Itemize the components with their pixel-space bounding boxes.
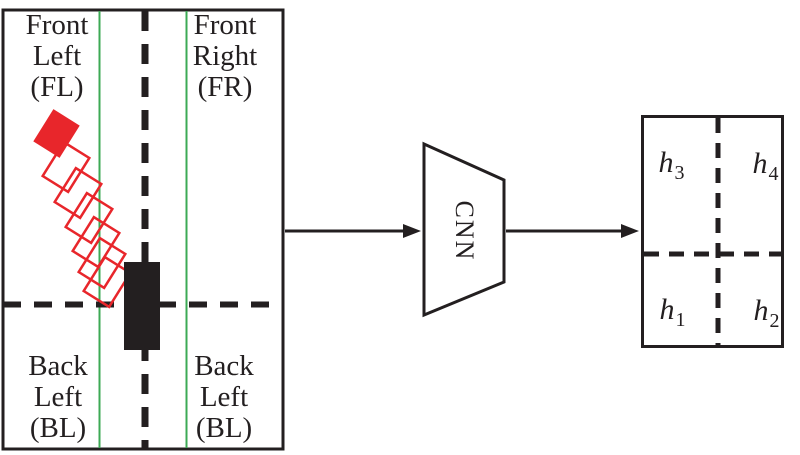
h2-base: h: [753, 294, 769, 327]
output-cell-h2: h2: [753, 294, 780, 332]
trail-rect: [52, 166, 104, 220]
arrow-scene-to-cnn-head: [403, 224, 421, 238]
arrow-cnn-to-output-head: [621, 224, 639, 238]
h1-subscript: 1: [675, 309, 686, 331]
ego-vehicle-trail: [40, 140, 133, 309]
output-cell-h3: h3: [658, 146, 685, 184]
back-right-line1: Back: [194, 350, 254, 382]
back-left-line2: Left: [33, 381, 83, 413]
output-cell-h4: h4: [752, 147, 779, 185]
front-left-line2: Left: [32, 40, 82, 72]
trail-rect: [63, 191, 115, 245]
ego-vehicle: [33, 109, 80, 158]
back-right-label: Back Left (BL): [179, 351, 269, 444]
back-right-line2: Left: [199, 381, 249, 413]
front-left-line3: (FL): [30, 71, 84, 103]
back-left-line3: (BL): [29, 412, 87, 444]
front-left-line1: Front: [25, 9, 89, 41]
output-cell-h1: h1: [659, 293, 686, 331]
trail-rect: [40, 140, 92, 194]
h4-base: h: [752, 147, 768, 180]
front-right-line3: (FR): [197, 71, 253, 103]
cnn-label: CNN: [450, 200, 479, 262]
cnn-trapezoid: [422, 141, 506, 318]
front-right-label: Front Right (FR): [180, 10, 270, 103]
front-left-label: Front Left (FL): [12, 10, 102, 103]
back-left-label: Back Left (BL): [13, 351, 103, 444]
h3-base: h: [658, 146, 674, 179]
back-left-line1: Back: [28, 350, 88, 382]
output-box-border: [641, 115, 784, 348]
trail-rect: [81, 255, 133, 309]
other-vehicle: [124, 262, 160, 350]
h4-subscript: 4: [768, 163, 779, 185]
back-right-line3: (BL): [195, 412, 253, 444]
front-right-line1: Front: [193, 9, 257, 41]
h3-subscript: 3: [674, 162, 685, 184]
front-right-line2: Right: [192, 40, 258, 72]
h1-base: h: [659, 293, 675, 326]
h2-subscript: 2: [769, 310, 780, 332]
